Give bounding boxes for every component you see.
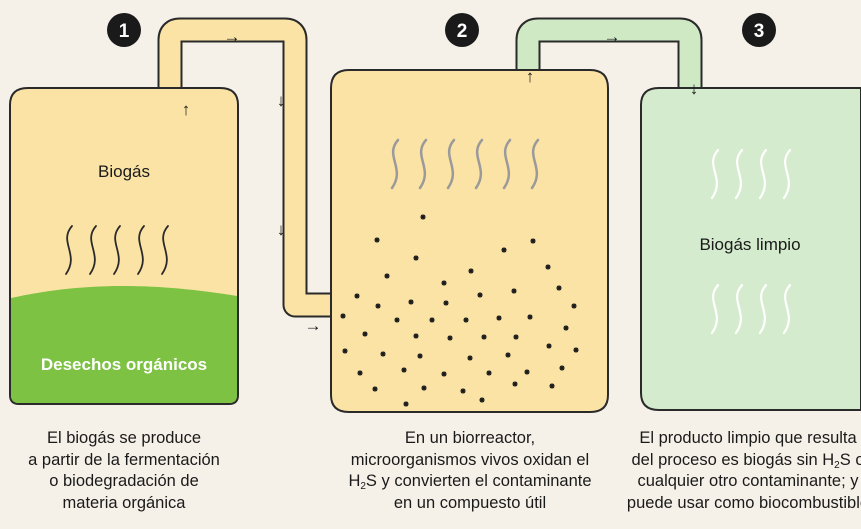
microorganism-dot <box>421 385 427 391</box>
step-badge-2: 2 <box>445 13 479 47</box>
caption-step-1: El biogás se produce a partir de la ferm… <box>0 428 248 514</box>
step-number-1: 1 <box>119 21 130 42</box>
microorganism-dot <box>342 348 348 354</box>
pipe-tank2-to-tank3 <box>515 17 703 110</box>
gas-wave-icon <box>390 138 540 190</box>
tank1-waste-label: Desechos orgánicos <box>41 355 207 374</box>
caption-step-3: El producto limpio que resulta del proce… <box>612 428 861 514</box>
flow-arrow-right-1: → <box>224 27 241 46</box>
microorganism-dot <box>477 292 483 298</box>
microorganism-dot <box>372 386 378 392</box>
microorganism-dot <box>340 313 346 319</box>
microorganism-dot <box>417 353 423 359</box>
microorganism-dot <box>467 355 473 361</box>
tank1-gas-label: Biogás <box>98 162 150 181</box>
microorganism-dot <box>571 303 577 309</box>
microorganism-dot <box>501 247 507 253</box>
caption-1-line-4: materia orgánica <box>62 493 186 512</box>
microorganism-dot <box>380 351 386 357</box>
flow-arrow-right-2: → <box>305 316 322 335</box>
caption-1-line-3: o biodegradación de <box>49 472 199 490</box>
microorganism-dot <box>549 383 555 389</box>
pipe-tank1-to-tank2 <box>157 17 340 318</box>
microorganism-dot <box>573 347 579 353</box>
caption-2-line-1: En un biorreactor, <box>404 429 536 447</box>
tank3-label: Biogás limpio <box>699 235 800 254</box>
tank-bioreactor <box>330 69 609 413</box>
caption-2-line-3: H2S y convierten el contaminante <box>326 471 614 493</box>
organic-waste-layer <box>11 285 237 403</box>
microorganism-dot <box>384 273 390 279</box>
microorganism-dot <box>413 255 419 261</box>
microorganism-dot <box>441 371 447 377</box>
microorganism-dot <box>401 367 407 373</box>
step-badge-3: 3 <box>742 13 776 47</box>
microorganism-dot <box>420 214 426 220</box>
caption-1-line-2: a partir de la fermentación <box>28 450 220 469</box>
flow-arrow-up-2: ↑ <box>526 67 535 86</box>
tank-biogas-production: Biogás Desechos orgánicos <box>9 87 239 405</box>
microorganism-dot <box>429 317 435 323</box>
microorganism-dot <box>512 381 518 387</box>
microorganism-dot <box>545 264 551 270</box>
microorganism-dot <box>362 331 368 337</box>
microorganism-dot <box>527 314 533 320</box>
microorganism-dot <box>463 317 469 323</box>
microorganism-dot <box>481 334 487 340</box>
clean-gas-wave-icon <box>710 148 792 335</box>
microorganism-dot <box>354 293 360 299</box>
caption-3-sub: 2 <box>834 459 840 471</box>
microorganism-dot <box>546 343 552 349</box>
microorganism-dot <box>496 315 502 321</box>
microorganism-dot <box>413 333 419 339</box>
microorganism-dot <box>511 288 517 294</box>
caption-2-line-2: microorganismos vivos oxidan el <box>350 450 590 469</box>
step-badge-1: 1 <box>107 13 141 47</box>
caption-3-line-3: cualquier otro contaminante; y <box>637 472 859 490</box>
caption-1-line-1: El biogás se produce <box>46 429 202 447</box>
microorganism-dot <box>408 299 414 305</box>
tank-clean-biogas: Biogás limpio <box>640 87 861 411</box>
microorganism-dot <box>443 300 449 306</box>
microorganism-dot <box>486 370 492 376</box>
caption-3-pre: del proceso es biogás sin H <box>631 450 835 469</box>
step-number-3: 3 <box>754 21 765 42</box>
caption-2-rest: S y convierten el contaminante <box>365 472 592 490</box>
microorganism-dot <box>559 365 565 371</box>
microorganism-dot <box>447 335 453 341</box>
microorganism-dot <box>479 397 485 403</box>
caption-3-post: S o <box>839 450 861 469</box>
caption-2-line-4: en un compuesto útil <box>393 493 547 512</box>
microorganism-dot <box>556 285 562 291</box>
flow-arrow-down-2: ↓ <box>277 220 286 239</box>
caption-step-2: En un biorreactor, microorganismos vivos… <box>326 428 614 514</box>
microorganism-dot <box>374 237 380 243</box>
caption-3-line-4: puede usar como biocombustible <box>626 493 861 512</box>
microorganism-dot <box>441 280 447 286</box>
microorganism-dot <box>524 369 530 375</box>
flow-arrow-right-3: → <box>604 27 621 46</box>
step-number-2: 2 <box>457 21 468 42</box>
microorganism-cluster <box>340 214 579 407</box>
flow-arrow-down-3: ↓ <box>690 79 699 98</box>
microorganism-dot <box>375 303 381 309</box>
microorganism-dot <box>468 268 474 274</box>
microorganism-dot <box>403 401 409 407</box>
caption-3-line-1: El producto limpio que resulta <box>639 429 857 447</box>
microorganism-dot <box>563 325 569 331</box>
microorganism-dot <box>530 238 536 244</box>
caption-2-sub: 2 <box>360 481 366 492</box>
biogas-wave-icon <box>65 225 169 275</box>
microorganism-dot <box>460 388 466 394</box>
microorganism-dot <box>505 352 511 358</box>
caption-2-h: H <box>348 472 361 490</box>
caption-3-line-2: del proceso es biogás sin H2S o <box>612 450 861 472</box>
microorganism-dot <box>394 317 400 323</box>
microorganism-dot <box>513 334 519 340</box>
microorganism-dot <box>357 370 363 376</box>
flow-arrow-down-1: ↓ <box>277 91 286 110</box>
flow-arrow-up-1: ↑ <box>182 100 191 119</box>
